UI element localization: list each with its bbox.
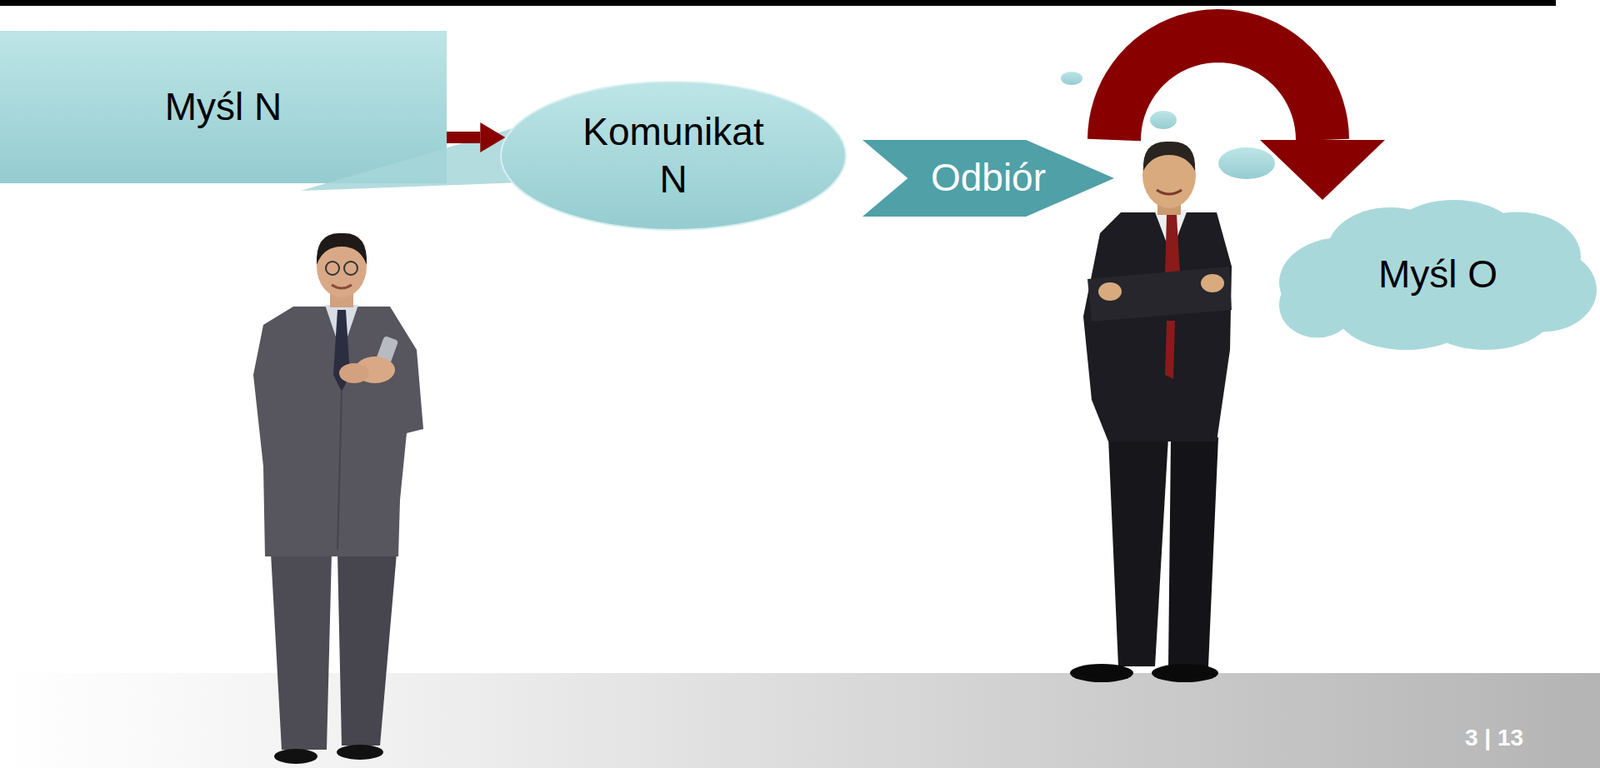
thought-bubble (1150, 110, 1177, 130)
callout-tail (300, 129, 512, 191)
arrow-shaft (1114, 35, 1323, 140)
thought-bubble (1218, 147, 1275, 180)
sender-figure (253, 233, 424, 765)
arrow-shaft (446, 131, 480, 144)
thought-box: Myśl N (0, 30, 447, 184)
node-label: Myśl O (1378, 250, 1498, 300)
curved-arrow (1114, 35, 1385, 200)
top-bar (0, 0, 1556, 6)
message-ellipse: Komunikat N (500, 80, 847, 231)
receiver-figure (1070, 141, 1232, 683)
page-number: 3 | 13 (1465, 725, 1524, 752)
message-ellipse-outline (500, 80, 847, 231)
thought-bubble (1060, 71, 1083, 85)
node-label: Komunikat N (573, 108, 774, 205)
arrow-head (1260, 140, 1385, 200)
floor-band (0, 673, 1600, 768)
reception-chevron: Odbiór (862, 140, 1115, 217)
node-label: Odbiór (930, 154, 1046, 203)
node-label: Myśl N (165, 83, 283, 132)
thought-cloud: Myśl O (1279, 200, 1597, 350)
page-number-text: 3 | 13 (1465, 725, 1524, 751)
